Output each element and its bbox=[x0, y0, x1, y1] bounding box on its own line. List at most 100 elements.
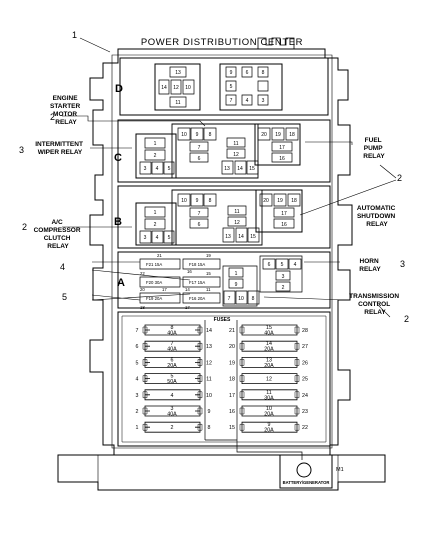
d-right-8: 8 bbox=[262, 70, 265, 76]
a-relay-4: 4 bbox=[294, 262, 297, 268]
fuse-terminal-right bbox=[239, 359, 300, 366]
fuse-terminal-left bbox=[142, 342, 203, 350]
label-engine-starter: ENGINE STARTER MOTOR RELAY bbox=[50, 95, 82, 126]
fuse-right-output: 23 bbox=[302, 409, 308, 415]
d-left-12: 12 bbox=[173, 85, 179, 91]
relay-d-left-block bbox=[154, 63, 201, 111]
fuse-left-output: 8 bbox=[208, 425, 211, 431]
d-left-14: 14 bbox=[161, 85, 167, 91]
relay-b-mid-block bbox=[171, 189, 263, 246]
fuse-right-number: 13 bbox=[266, 357, 272, 363]
fuse-right-number: 15 bbox=[266, 325, 272, 331]
fuse-terminal-right bbox=[239, 326, 300, 334]
callout-2-engine: 2 bbox=[50, 112, 55, 122]
fuse-right-output: 25 bbox=[302, 377, 308, 383]
callout-2-trans: 2 bbox=[404, 314, 409, 324]
fuse-left-output: 11 bbox=[206, 377, 212, 383]
fuse-body-right bbox=[241, 421, 298, 433]
d-right-5: 5 bbox=[230, 84, 233, 90]
c-mid-13: 13 bbox=[224, 166, 230, 172]
fuse-left-amp: 20A bbox=[167, 363, 177, 369]
section-letter-d: D bbox=[115, 83, 123, 95]
callout-1: 1 bbox=[72, 30, 77, 40]
c-left-4: 4 bbox=[156, 166, 159, 172]
top-clips bbox=[257, 37, 295, 49]
fuse-terminal-left bbox=[142, 375, 203, 382]
callout-4: 4 bbox=[60, 262, 65, 272]
c-left-3: 3 bbox=[144, 166, 147, 172]
fuse-terminal-left bbox=[142, 423, 203, 431]
a-relay-10: 10 bbox=[238, 296, 244, 302]
relay-b-right-block bbox=[255, 189, 303, 233]
callout-5: 5 bbox=[62, 292, 67, 302]
fuse-right-number: 10 bbox=[266, 406, 272, 412]
b-mid-6: 6 bbox=[198, 222, 201, 228]
callout-2-fuel: 2 bbox=[397, 173, 402, 183]
fuse-terminal-right bbox=[239, 375, 300, 382]
fuse-body-left bbox=[144, 405, 201, 417]
fuse-terminal-left bbox=[142, 391, 203, 399]
fuse-body-left bbox=[144, 389, 201, 401]
fuse-right-output: 24 bbox=[302, 393, 308, 399]
b-right-19: 19 bbox=[277, 198, 283, 204]
mf-n14: 14 bbox=[185, 287, 190, 292]
fuse-row-bodies bbox=[142, 324, 300, 433]
mf-f21: F21 15A bbox=[146, 262, 162, 267]
fuse-left-output: 14 bbox=[206, 328, 212, 334]
minifuse-cells bbox=[139, 258, 221, 304]
c-mid-12: 12 bbox=[233, 152, 239, 158]
a-relay-6: 6 bbox=[268, 262, 271, 268]
fuse-right-input: 20 bbox=[229, 344, 235, 350]
fuse-left-amp: 40A bbox=[167, 331, 177, 337]
section-b-frame bbox=[117, 185, 331, 249]
b-mid-8: 8 bbox=[209, 198, 212, 204]
b-mid-10: 10 bbox=[181, 198, 187, 204]
b-right-17: 17 bbox=[281, 211, 287, 217]
fuse-right-number: 11 bbox=[266, 390, 272, 396]
d-left-13: 13 bbox=[175, 70, 181, 76]
b-right-20: 20 bbox=[263, 198, 269, 204]
fuse-right-output: 22 bbox=[302, 425, 308, 431]
callout-3-wiper: 3 bbox=[19, 145, 24, 155]
label-auto-shutdown: AUTOMATIC SHUTDOWN RELAY bbox=[357, 205, 397, 228]
a-relay-1: 1 bbox=[235, 271, 238, 277]
c-mid-9: 9 bbox=[196, 132, 199, 138]
fuse-left-input: 2 bbox=[136, 409, 139, 415]
m1-label: M1 bbox=[336, 467, 344, 473]
mf-n19: 19 bbox=[206, 253, 211, 258]
relay-c-right-block bbox=[254, 123, 301, 166]
fuse-left-output: 12 bbox=[206, 360, 212, 366]
c-right-19: 19 bbox=[275, 132, 281, 138]
label-transmission: TRANSMISSION CONTROL RELAY bbox=[349, 293, 401, 316]
fuse-right-input: 16 bbox=[229, 409, 235, 415]
relay-b-cells bbox=[139, 193, 301, 244]
mf-n18: 18 bbox=[140, 305, 145, 310]
fuse-left-number: 3 bbox=[171, 406, 174, 412]
d-right-7: 7 bbox=[230, 98, 233, 104]
mf-f16: F16 20A bbox=[189, 296, 205, 301]
a-relay-7: 7 bbox=[228, 296, 231, 302]
fuse-right-number: 14 bbox=[266, 341, 272, 347]
relay-d-right-block bbox=[219, 63, 283, 111]
b-left-3: 3 bbox=[144, 235, 147, 241]
fuse-body-left bbox=[144, 421, 201, 433]
b-mid-13: 13 bbox=[225, 234, 231, 240]
fuse-right-output: 28 bbox=[302, 328, 308, 334]
mf-f17: F17 15A bbox=[189, 280, 205, 285]
leader-lines bbox=[62, 37, 397, 318]
mf-n15: 15 bbox=[206, 271, 211, 276]
fuse-left-amp: 40A bbox=[167, 412, 177, 418]
section-a-frame bbox=[117, 251, 331, 309]
b-mid-7: 7 bbox=[198, 211, 201, 217]
b-mid-14: 14 bbox=[238, 234, 244, 240]
label-fuel-pump: FUEL PUMP RELAY bbox=[363, 137, 385, 160]
b-mid-11: 11 bbox=[234, 209, 239, 215]
mf-f19: F19 20A bbox=[146, 296, 162, 301]
fuse-left-number: 5 bbox=[171, 374, 174, 380]
fuse-left-amp: 50A bbox=[167, 379, 177, 385]
relay-d-left-cells bbox=[158, 66, 195, 108]
fuse-body-left bbox=[144, 357, 201, 368]
fuse-right-number: 9 bbox=[268, 422, 271, 428]
fuse-right-amp: 20A bbox=[264, 412, 274, 418]
label-ac-clutch: A/C COMPRESSOR CLUTCH RELAY bbox=[34, 219, 83, 250]
